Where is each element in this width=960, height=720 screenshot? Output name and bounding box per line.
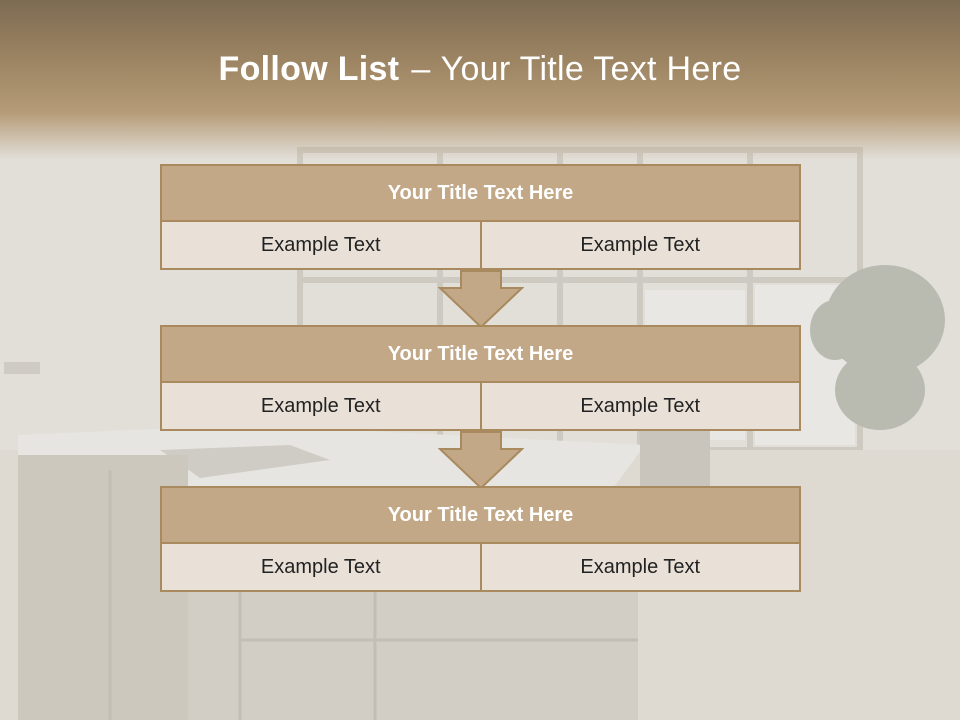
block-3-cell-left: Example Text [160,544,482,592]
slide-title: Follow List–Your Title Text Here [0,50,960,89]
list-block-2: Your Title Text Here Example Text Exampl… [160,325,801,431]
block-row-2: Example Text Example Text [160,383,801,431]
block-2-cell-right: Example Text [481,383,801,431]
header-band [0,0,960,160]
block-1-cell-left: Example Text [160,222,482,270]
down-arrow-icon [438,431,524,489]
block-3-cell-right: Example Text [481,544,801,592]
down-arrow-icon [438,270,524,328]
list-block-3: Your Title Text Here Example Text Exampl… [160,486,801,592]
block-title-2: Your Title Text Here [160,325,801,383]
block-1-cell-right: Example Text [481,222,801,270]
block-2-cell-left: Example Text [160,383,482,431]
list-block-1: Your Title Text Here Example Text Exampl… [160,164,801,270]
slide-title-rest: Your Title Text Here [440,50,742,88]
block-row-3: Example Text Example Text [160,544,801,592]
block-row-1: Example Text Example Text [160,222,801,270]
slide-title-dash: – [411,50,431,88]
slide-title-bold: Follow List [218,50,400,88]
block-title-1: Your Title Text Here [160,164,801,222]
block-title-3: Your Title Text Here [160,486,801,544]
